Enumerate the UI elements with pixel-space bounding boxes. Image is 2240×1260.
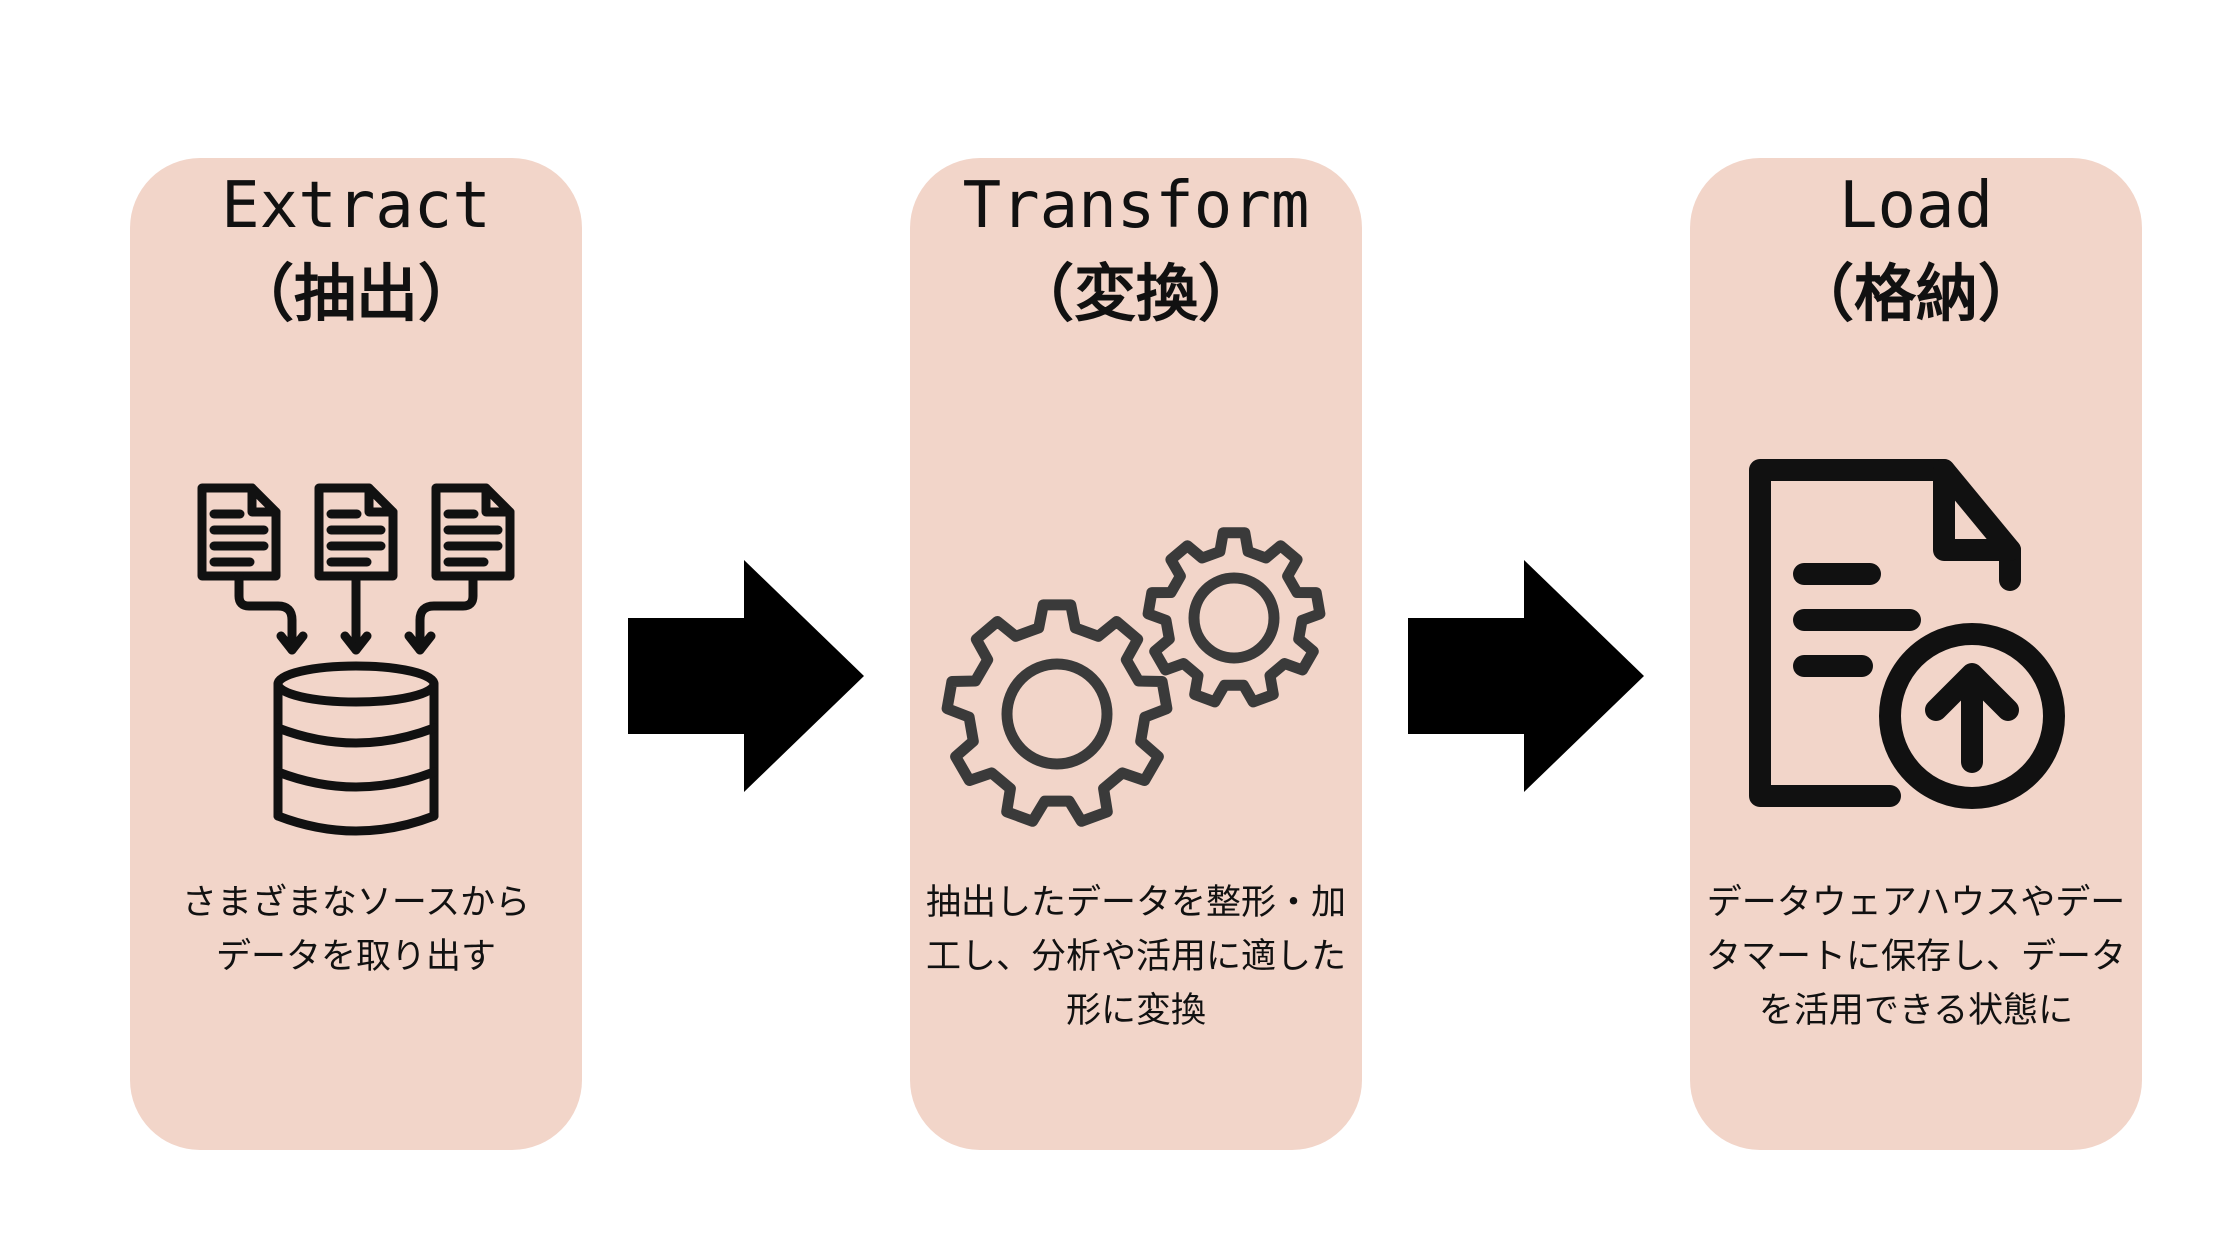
stage-description: さまざまなソースからデータを取り出す bbox=[181, 883, 531, 977]
gears-icon bbox=[941, 527, 1326, 827]
stage-extract: Extract （抽出） bbox=[130, 158, 582, 1150]
stage-subtitle: （格納） bbox=[1791, 257, 2040, 330]
stage-title: Transform bbox=[962, 169, 1310, 243]
stage-subtitle: （抽出） bbox=[231, 257, 480, 330]
stage-transform: Transform （変換） 抽出したデータを整形・加工し、分析や活用に適した形… bbox=[910, 158, 1362, 1150]
document-upload-icon bbox=[1749, 459, 2065, 809]
stage-description: 抽出したデータを整形・加工し、分析や活用に適した形に変換 bbox=[925, 883, 1346, 1031]
stage-title: Extract bbox=[221, 169, 491, 243]
stage-subtitle: （変換） bbox=[1011, 257, 1260, 330]
right-arrow-icon bbox=[1408, 560, 1644, 792]
stage-description: データウェアハウスやデータマートに保存し、データを活用できる状態に bbox=[1705, 883, 2126, 1031]
right-arrow-icon bbox=[628, 560, 864, 792]
stage-load: Load （格納） データウェアハウスやデータマートに保存し、データを活用できる… bbox=[1690, 158, 2142, 1150]
stage-title: Load bbox=[1838, 169, 1994, 243]
documents-to-database-icon bbox=[197, 483, 515, 836]
